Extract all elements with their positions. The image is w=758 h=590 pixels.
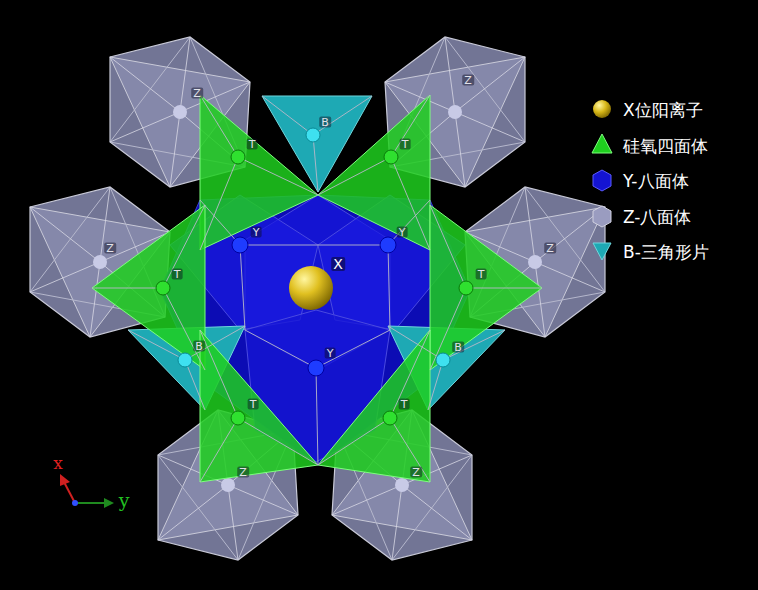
atom-site-label: T [172,269,183,280]
atom-site-label: B [452,342,464,353]
atom-site-label: X [331,257,345,271]
axis-label: y [117,491,132,510]
atom-site-label: T [248,399,259,410]
atom-site-label: Z [237,467,249,478]
atom-site-label: Z [104,243,116,254]
axis-label: x [51,455,65,472]
legend-text: Y-八面体 [623,173,689,190]
atom-site-label: Z [462,75,474,86]
atom-site-label: Z [544,243,556,254]
atom-site-label: Y [325,348,336,359]
atom-site-label: B [193,341,205,352]
atom-site-label: T [476,269,487,280]
atom-site-label: Z [410,467,422,478]
atom-site-label: T [399,399,410,410]
atom-site-label: Z [191,88,203,99]
atom-site-label: T [247,139,258,150]
atom-site-label: Y [251,227,262,238]
atom-site-label: B [319,117,331,128]
legend-text: Z-八面体 [623,209,691,226]
legend-text: X位阳离子 [623,102,703,119]
atom-site-label: Y [397,227,408,238]
legend-text: B-三角形片 [623,244,709,261]
legend-text: 硅氧四面体 [623,138,708,155]
atom-site-label: T [400,139,411,150]
